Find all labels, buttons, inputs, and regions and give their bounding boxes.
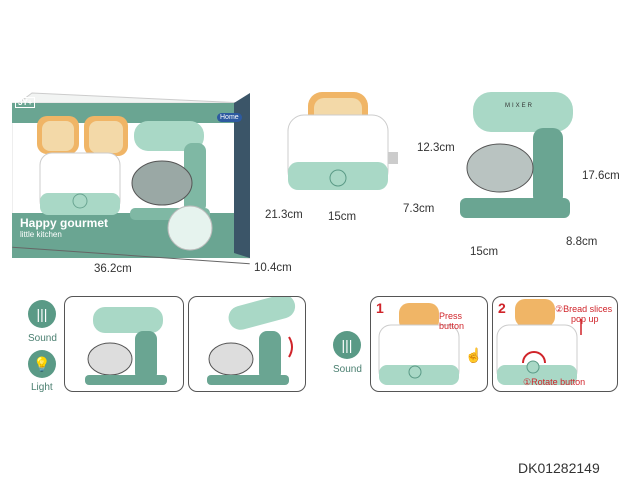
box-width-label: 36.2cm: [94, 263, 132, 275]
product-code: DK01282149: [518, 460, 600, 476]
mixer-sound-illustration: [85, 307, 167, 385]
brand-logo: Home: [217, 113, 242, 122]
mixer-height-label: 17.6cm: [582, 170, 620, 182]
box-title: Happy gourmet: [20, 216, 109, 230]
box-depth-label: 10.4cm: [254, 262, 292, 274]
product-box: 3Y+ Home Happy gourmet little kitchen: [11, 88, 251, 263]
step-1-instruction: Press button: [439, 311, 465, 331]
mixer-demo-panel-2: [188, 296, 306, 392]
mixer-label: MIXER: [505, 103, 535, 109]
mixer-illustration: [460, 92, 573, 218]
feature-light-label: Light: [31, 382, 53, 393]
toaster-step-2-panel: 2 ②Bread slices pop up ①Rotate button: [492, 296, 618, 392]
box-illustration: [11, 92, 251, 259]
toaster-height-label: 12.3cm: [417, 142, 455, 154]
age-badge: 3Y+: [15, 97, 36, 108]
light-bulb-icon: 💡: [28, 350, 56, 378]
toaster-depth-label: 7.3cm: [403, 203, 435, 215]
mixer-tilt-illustration: [207, 297, 296, 385]
toaster-illustration: [287, 92, 398, 190]
feature-sound-label-right: Sound: [333, 364, 362, 375]
mixer-width-label: 15cm: [470, 246, 499, 258]
toaster-width-label: 15cm: [328, 211, 357, 223]
toaster-length-label: 21.3cm: [265, 209, 303, 221]
box-subtitle: little kitchen: [20, 230, 62, 239]
step-2-instruction-c: ①Rotate button: [523, 377, 586, 387]
step-1-number: 1: [376, 300, 384, 316]
feature-sound-label: Sound: [28, 333, 57, 344]
step-2-instruction-a: ②Bread slices: [555, 304, 613, 314]
toaster-popup-illustration: [496, 299, 582, 385]
toaster-step-1-panel: 1 Press button ☝: [370, 296, 488, 392]
step-2-number: 2: [498, 300, 506, 316]
hand-pointer-icon: ☝: [465, 347, 483, 363]
step-2-instruction-b: pop up: [571, 314, 599, 324]
mixer-depth-label: 8.8cm: [566, 236, 598, 248]
sound-wave-icon: |||: [28, 300, 56, 328]
toaster-press-illustration: [378, 303, 460, 385]
mixer-demo-panel-1: [64, 296, 184, 392]
sound-wave-icon: |||: [333, 331, 361, 359]
